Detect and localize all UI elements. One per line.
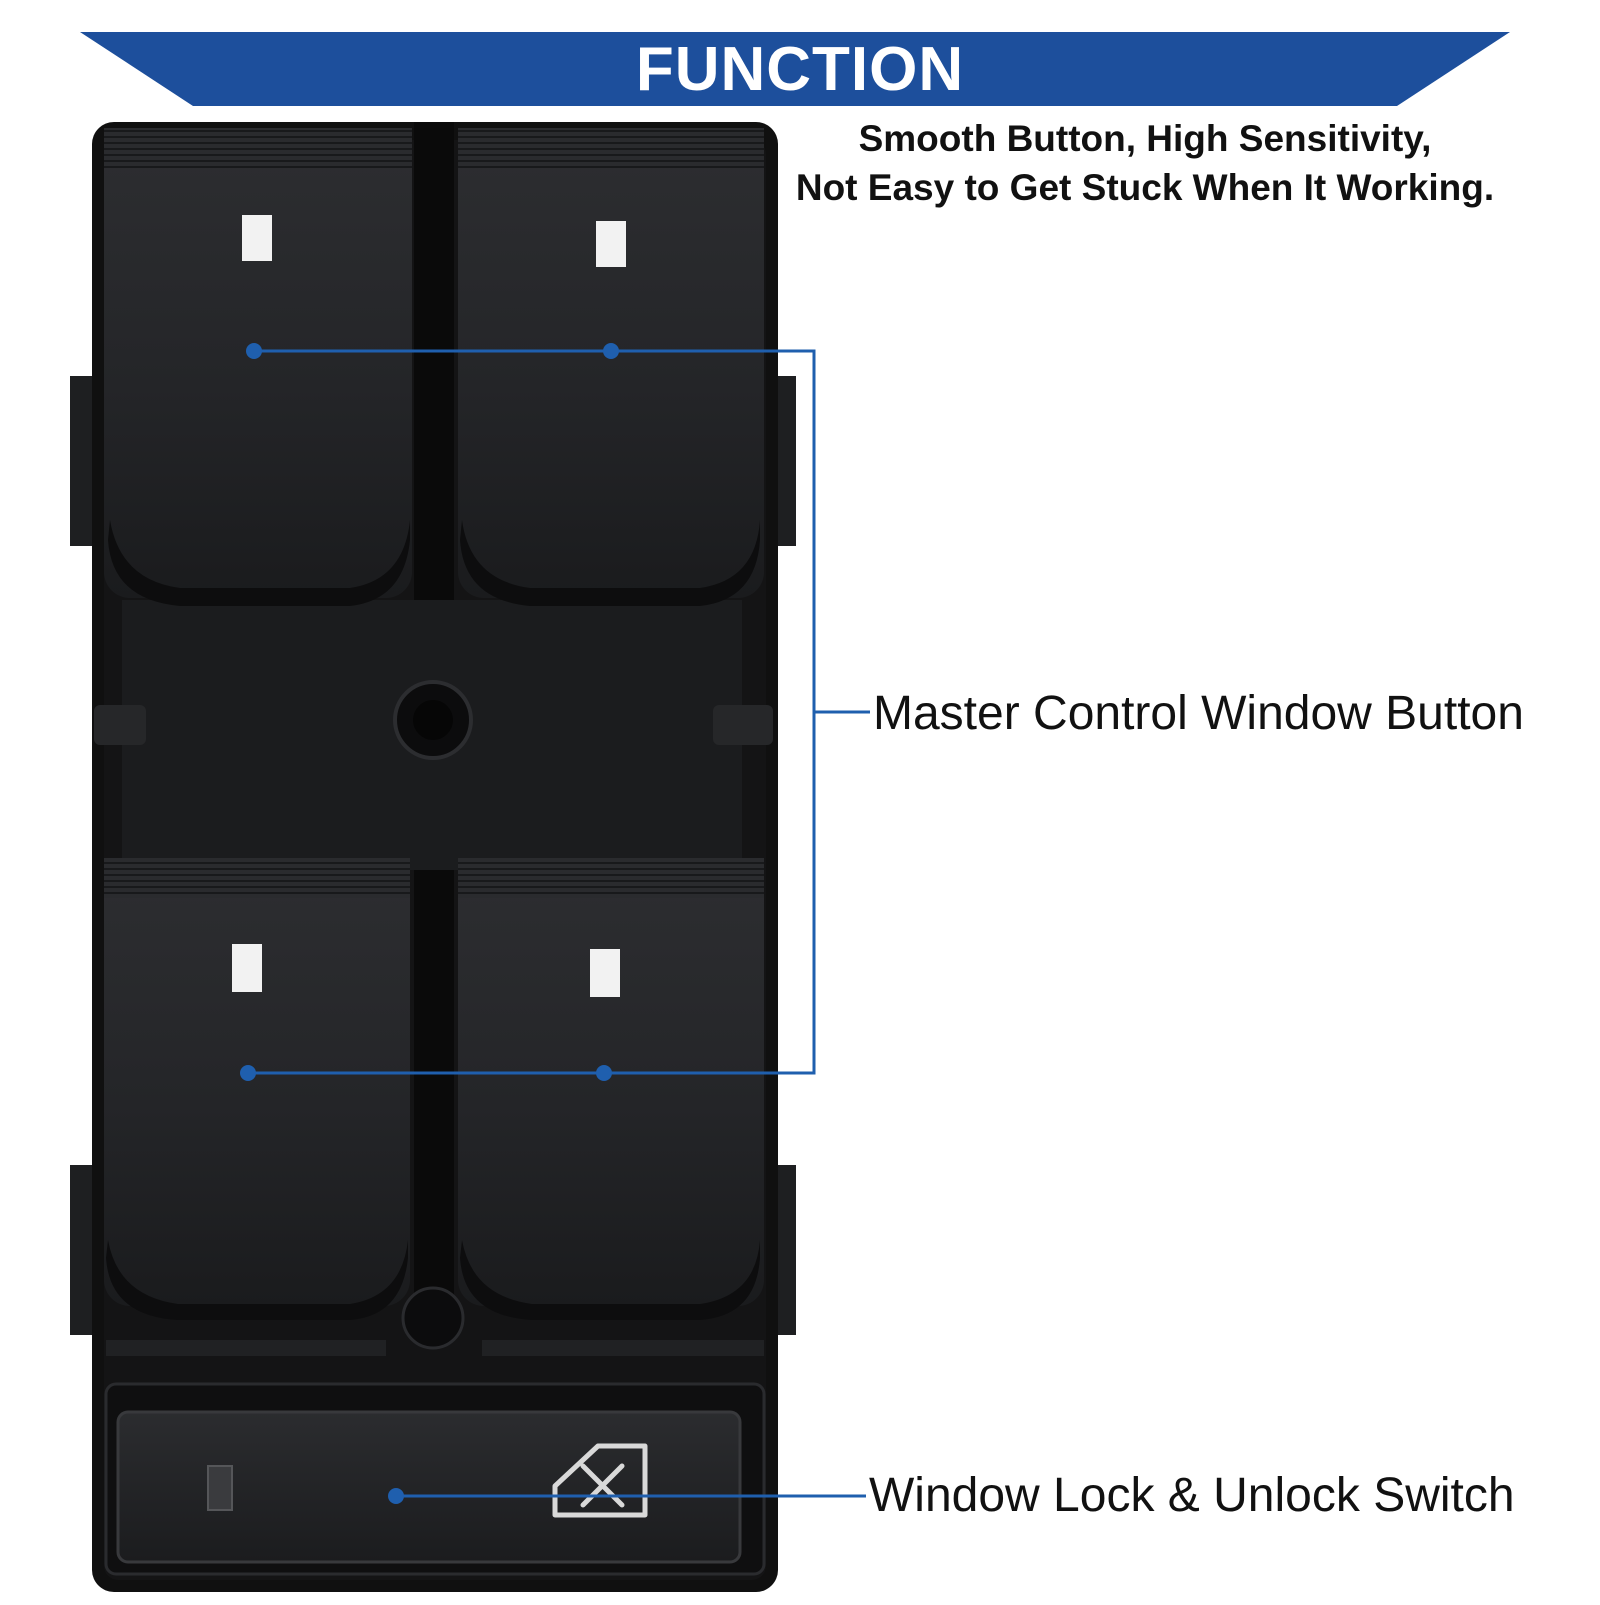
- master-control-leader: [246, 349, 870, 1075]
- window-lock-switch[interactable]: [116, 1410, 742, 1564]
- window-button-rear-right[interactable]: [458, 858, 764, 1320]
- window-button-rear-left[interactable]: [104, 858, 410, 1320]
- window-lock-icon: [552, 1443, 648, 1518]
- trim-strip: [106, 1340, 386, 1356]
- leader-dot: [240, 1065, 256, 1081]
- leader-dot: [388, 1488, 404, 1504]
- side-clip: [713, 705, 773, 745]
- window-button-front-right[interactable]: [458, 128, 764, 606]
- feature-line-2: Not Easy to Get Stuck When It Working.: [795, 167, 1495, 208]
- banner-shape: [80, 32, 1510, 106]
- leader-dot: [603, 343, 619, 359]
- side-clip: [94, 705, 146, 745]
- banner-title: FUNCTION: [635, 35, 965, 104]
- callout-window-lock: Window Lock & Unlock Switch: [869, 1469, 1515, 1522]
- feature-line-1: Smooth Button, High Sensitivity,: [858, 118, 1432, 159]
- trim-strip: [482, 1340, 764, 1356]
- leader-dot: [596, 1065, 612, 1081]
- leader-dot: [246, 343, 262, 359]
- window-button-front-left[interactable]: [104, 128, 412, 606]
- lower-screw-hole: [401, 1286, 465, 1350]
- feature-description: Smooth Button, High Sensitivity, Not Eas…: [760, 114, 1530, 212]
- callout-master-control: Master Control Window Button: [873, 687, 1524, 740]
